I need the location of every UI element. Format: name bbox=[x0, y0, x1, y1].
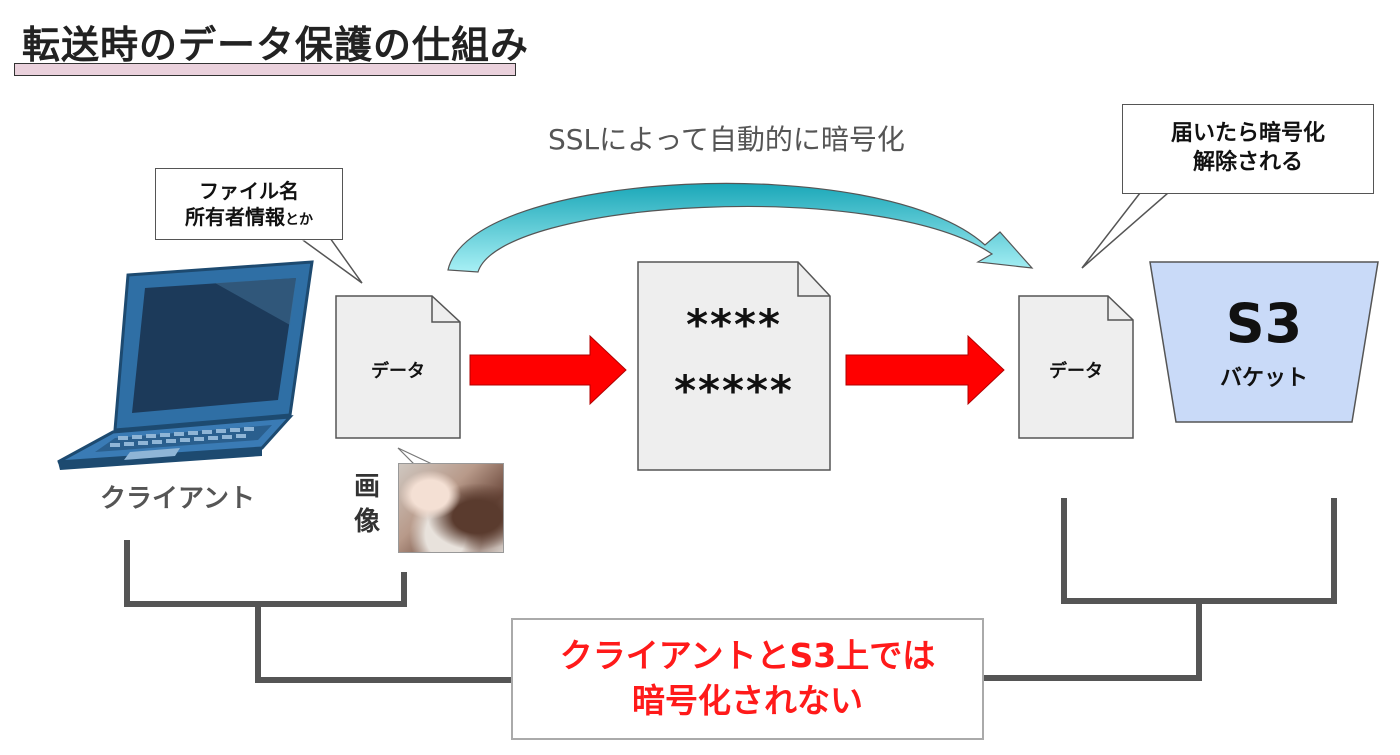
bubble-file-metadata: ファイル名 所有者情報とか bbox=[155, 168, 343, 240]
laptop-icon bbox=[57, 260, 314, 470]
red-arrow-left bbox=[469, 334, 627, 406]
bubble-right-tail bbox=[1081, 190, 1171, 269]
message-line1: クライアントとS3上では bbox=[559, 636, 936, 676]
message-box: クライアントとS3上では 暗号化されない bbox=[511, 618, 984, 740]
doc-right-shape bbox=[1018, 295, 1134, 439]
connector-lines bbox=[124, 498, 1337, 683]
bubble-decrypt-on-arrival: 届いたら暗号化 解除される bbox=[1122, 104, 1374, 194]
doc-middle-line2: ***** bbox=[674, 366, 794, 415]
doc-middle-line1: **** bbox=[686, 300, 782, 349]
page-title: 転送時のデータ保護の仕組み bbox=[22, 23, 530, 67]
bubble-left-line2: 所有者情報とか bbox=[185, 204, 313, 230]
message-line2: 暗号化されない bbox=[632, 681, 863, 720]
s3-title: S3 bbox=[1225, 292, 1303, 355]
doc-left-label: データ bbox=[371, 361, 425, 382]
doc-middle-shape bbox=[637, 261, 831, 471]
bubble-right-line1: 届いたら暗号化 bbox=[1170, 121, 1325, 147]
ssl-label: SSLによって自動的に暗号化 bbox=[548, 123, 905, 156]
client-label: クライアント bbox=[100, 484, 255, 514]
red-arrow-right bbox=[845, 334, 1005, 406]
image-label: 画 像 bbox=[349, 470, 385, 540]
bubble-left-line1: ファイル名 bbox=[199, 179, 299, 203]
doc-right-label: データ bbox=[1049, 361, 1103, 382]
image-label-char1: 画 bbox=[353, 472, 380, 502]
s3-subtitle: バケット bbox=[1219, 366, 1308, 391]
doc-left-shape bbox=[335, 295, 461, 439]
ssl-curved-arrow bbox=[447, 182, 1034, 273]
bubble-right-line2: 解除される bbox=[1192, 150, 1303, 175]
bubble-left-line2-small: とか bbox=[285, 212, 313, 228]
s3-bucket-shape bbox=[1149, 261, 1379, 423]
photo-thumbnail bbox=[398, 463, 504, 553]
image-label-char2: 像 bbox=[353, 507, 380, 538]
image-bubble-tail bbox=[397, 447, 433, 465]
bubble-left-line2-main: 所有者情報 bbox=[185, 205, 285, 229]
title-underline-bar bbox=[14, 63, 516, 76]
